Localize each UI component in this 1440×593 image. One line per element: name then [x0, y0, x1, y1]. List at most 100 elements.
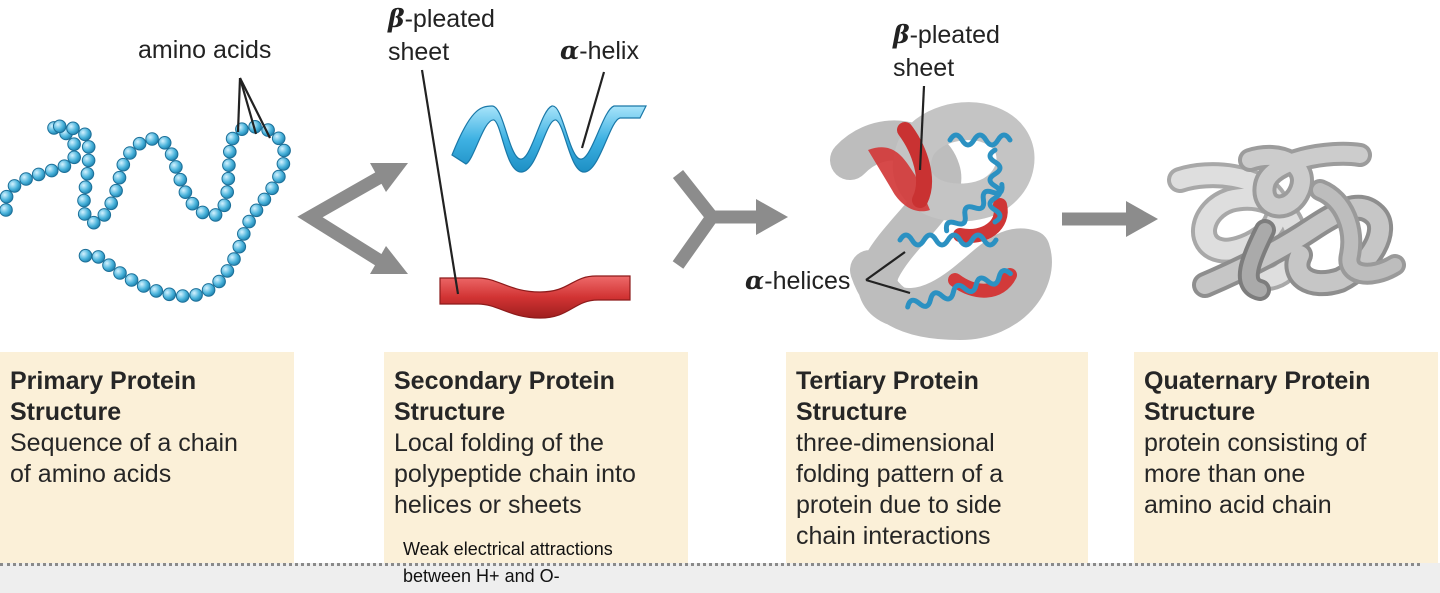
amino-acid-bead: [220, 264, 235, 278]
amino-acid-bead: [265, 181, 279, 196]
beta-sheet-leader-line: [420, 69, 460, 295]
amino-acid-bead: [225, 131, 240, 146]
tertiary-beta-sheet-label: β-pleated sheet: [893, 20, 1000, 82]
amino-acid-bead: [112, 170, 127, 185]
tertiary-structure-card: Tertiary Protein Structure three-dimensi…: [786, 352, 1088, 563]
amino-acid-bead: [223, 144, 237, 159]
amino-acid-chain: [0, 119, 291, 303]
amino-acid-bead: [217, 198, 232, 213]
amino-acid-bead: [277, 143, 291, 158]
alpha-helices-label: α-helices: [745, 266, 851, 295]
amino-acid-bead: [97, 208, 112, 222]
amino-acid-bead: [80, 167, 95, 181]
amino-acid-bead: [149, 284, 164, 298]
amino-acid-bead: [195, 205, 210, 220]
amino-acid-bead: [31, 167, 46, 182]
amino-acid-bead: [227, 252, 241, 266]
amino-acid-bead: [208, 208, 223, 222]
amino-acid-bead: [78, 180, 93, 194]
amino-acid-bead: [212, 274, 226, 289]
amino-acid-bead: [81, 153, 96, 168]
amino-acid-bead: [272, 169, 286, 184]
amino-acid-bead: [124, 273, 139, 287]
split-arrow: [297, 170, 386, 268]
amino-acid-bead: [104, 196, 118, 211]
amino-acid-bead: [0, 189, 14, 204]
amino-acid-bead: [276, 157, 291, 171]
bottom-strip: [0, 563, 1440, 593]
amino-acid-bead: [271, 131, 286, 146]
amino-acid-bead: [173, 172, 188, 187]
amino-acid-bead: [157, 136, 172, 150]
amino-acid-bead: [78, 248, 93, 263]
tertiary-leader-lines: [865, 85, 926, 295]
amino-acid-bead: [162, 287, 177, 302]
amino-acid-bead: [123, 146, 137, 160]
amino-acid-bead: [0, 203, 13, 217]
amino-acid-bead: [77, 193, 91, 208]
amino-acid-bead: [136, 279, 151, 293]
alpha-helix-ribbon: [451, 105, 647, 173]
amino-acid-bead: [185, 196, 200, 211]
amino-acid-bead: [221, 171, 236, 186]
amino-acid-bead: [87, 215, 101, 230]
amino-acid-bead: [257, 192, 272, 207]
amino-acid-bead: [44, 163, 59, 178]
amino-acid-bead: [232, 239, 247, 254]
merge-arrow-head: [756, 199, 788, 235]
amino-acid-bead: [164, 147, 179, 161]
amino-acid-bead: [78, 127, 92, 142]
beta-pleated-sheet-label: β-pleated sheet: [388, 4, 495, 66]
secondary-structure-card: Secondary Protein Structure Local foldin…: [384, 352, 688, 563]
amino-acid-bead: [67, 137, 81, 151]
amino-acid-bead: [7, 179, 22, 193]
secondary-structure-description: Local folding of the polypeptide chain i…: [394, 429, 636, 519]
amino-acid-bead: [57, 159, 72, 173]
amino-acid-bead: [113, 266, 127, 280]
quaternary-protein: [1167, 141, 1406, 301]
amino-acid-bead: [52, 119, 67, 134]
amino-acid-bead: [237, 227, 251, 241]
split-arrow-head-bottom: [370, 246, 408, 274]
alpha-helix-leader-line: [580, 71, 606, 149]
amino-acid-bead: [145, 132, 159, 146]
quaternary-structure-title: Quaternary Protein Structure: [1144, 367, 1371, 426]
amino-acid-bead: [109, 183, 123, 198]
amino-acid-bead: [222, 158, 236, 172]
tertiary-folded-protein: [830, 102, 1052, 340]
primary-structure-description: Sequence of a chain of amino acids: [10, 429, 238, 488]
secondary-structure-title: Secondary Protein Structure: [394, 367, 615, 426]
amino-acid-bead: [81, 140, 96, 154]
beta-sheet-ribbon: [439, 275, 631, 319]
amino-acids-label: amino acids: [138, 36, 272, 64]
amino-acid-bead: [249, 203, 264, 218]
amino-acid-bead: [116, 157, 131, 172]
dotted-separator: [0, 563, 1420, 566]
amino-acid-bead: [19, 172, 33, 186]
alpha-helix-label: α-helix: [560, 36, 639, 65]
amino-acids-leader-lines: [236, 77, 271, 139]
quaternary-arrow-head: [1126, 201, 1158, 237]
amino-acid-bead: [67, 150, 81, 165]
primary-structure-title: Primary Protein Structure: [10, 367, 197, 426]
amino-acid-bead: [201, 283, 216, 297]
amino-acid-bead: [77, 207, 92, 221]
amino-acid-bead: [91, 250, 106, 264]
amino-acid-bead: [132, 136, 147, 151]
amino-acid-bead: [169, 160, 183, 174]
secondary-structure-note: Weak electrical attractions between H+ a…: [403, 539, 613, 586]
merge-arrow: [672, 169, 760, 269]
amino-acid-bead: [189, 288, 203, 302]
tertiary-structure-title: Tertiary Protein Structure: [796, 367, 979, 426]
tertiary-structure-description: three-dimensional folding pattern of a p…: [796, 429, 1004, 550]
amino-acid-bead: [242, 214, 256, 229]
quaternary-structure-card: Quaternary Protein Structure protein con…: [1134, 352, 1438, 563]
amino-acid-bead: [220, 185, 234, 199]
amino-acid-bead: [175, 289, 190, 303]
split-arrow-head-top: [370, 163, 408, 192]
quaternary-structure-description: protein consisting of more than one amin…: [1144, 429, 1367, 519]
amino-acid-bead: [178, 185, 193, 199]
primary-structure-card: Primary Protein Structure Sequence of a …: [0, 352, 294, 563]
